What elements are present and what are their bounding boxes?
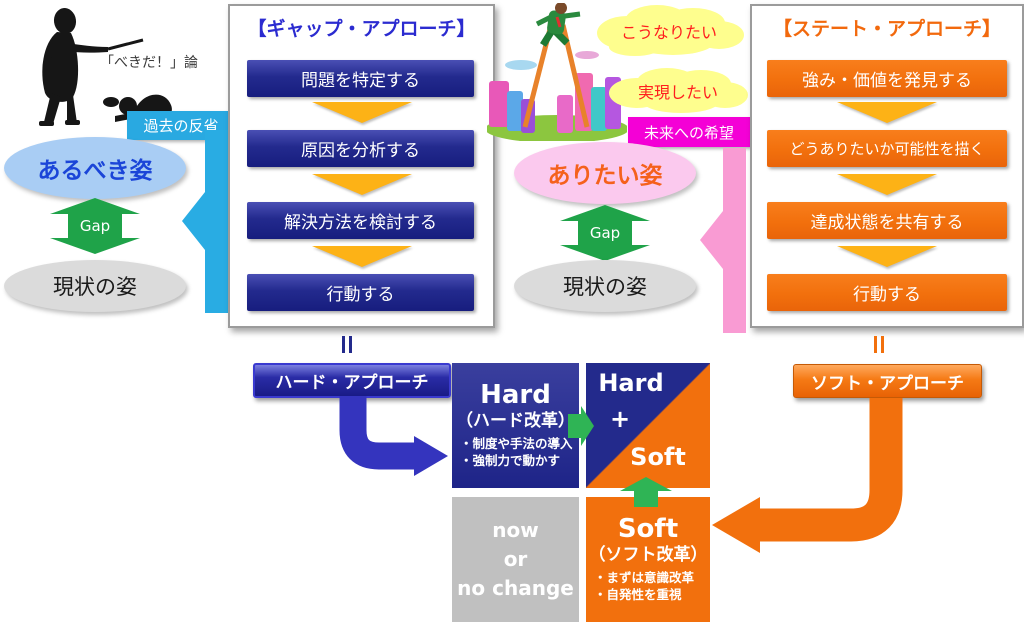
hard-quadrant-subtitle: （ハード改革） [456,410,575,431]
now-quadrant-text: now or no change [457,516,574,603]
soft-bullet-1: ・まずは意識改革 [594,569,695,585]
current-state-ellipse-middle: 現状の姿 [514,260,696,312]
chevron-down-icon [837,102,937,123]
state-approach-panel: 【ステート・アプローチ】 強み・価値を発見する どうありたいか可能性を描く 達成… [750,4,1024,328]
orange-elbow-arrow-icon [712,398,903,553]
gap-label-left: Gap [79,217,111,235]
current-state-ellipse-left: 現状の姿 [4,260,186,312]
cloud-text-2: 実現したい [637,83,718,102]
cloud-bubble-1: こうなりたい [593,3,745,58]
ideal-state-label-middle: ありたい姿 [547,163,663,189]
hard-quadrant-bullets: ・制度や手法の導入 ・強制力で動かす [460,435,573,470]
hard-soft-bottom-label: Soft [630,443,686,471]
future-hope-badge: 未来への希望 [628,117,750,147]
state-step-2: どうありたいか可能性を描く [767,130,1007,167]
state-step-3: 達成状態を共有する [767,202,1007,239]
gap-label-middle: Gap [589,224,621,242]
gap-double-arrow-left: Gap [30,198,160,256]
hard-soft-plus-label: + [610,405,631,433]
beki-da-caption: 「べきだ！」論 [100,55,198,71]
soft-quadrant-subtitle: （ソフト改革） [588,544,708,565]
now-line-1: now [492,518,539,542]
gap-double-arrow-icon [50,198,140,254]
stilts-man-illustration [487,3,627,141]
chevron-down-icon [837,174,937,195]
hard-approach-label: ハード・アプローチ [253,363,451,398]
gap-double-arrow-middle: Gap [540,205,670,263]
hard-quadrant-title: Hard [480,380,551,410]
chevron-down-icon [311,246,412,267]
chevron-down-icon [311,174,412,195]
soft-bullet-2: ・自発性を重視 [594,587,682,603]
ideal-state-label-left: あるべき姿 [37,158,153,184]
chevron-down-icon [311,102,412,123]
equals-sign-hard [342,336,352,353]
gap-step-3: 解決方法を検討する [247,202,474,239]
ideal-state-ellipse-middle: ありたい姿 [514,142,696,204]
gap-approach-panel: 【ギャップ・アプローチ】 問題を特定する 原因を分析する 解決方法を検討する 行… [228,4,495,328]
state-step-1: 強み・価値を発見する [767,60,1007,97]
pink-left-arrow-icon [700,148,746,333]
matrix-soft-quadrant: Soft （ソフト改革） ・まずは意識改革 ・自発性を重視 [586,497,710,622]
ideal-state-ellipse-left: あるべき姿 [4,137,186,199]
gap-step-4: 行動する [247,274,474,311]
current-state-label-middle: 現状の姿 [563,275,647,299]
green-right-arrow-icon [568,406,594,446]
cyan-left-arrow-icon [182,130,228,313]
gap-step-1: 問題を特定する [247,60,474,97]
current-state-label-left: 現状の姿 [53,275,137,299]
blue-elbow-arrow-icon [339,396,448,476]
equals-sign-soft [874,336,884,353]
chevron-down-icon [837,246,937,267]
hard-soft-top-label: Hard [598,369,664,397]
cloud-icon [609,68,748,113]
soft-quadrant-title: Soft [617,514,679,544]
hard-bullet-1: ・制度や手法の導入 [460,435,573,451]
soft-quadrant-bullets: ・まずは意識改革 ・自発性を重視 [594,569,694,604]
gap-approach-title: 【ギャップ・アプローチ】 [247,18,476,40]
now-line-2: or [503,547,528,571]
matrix-hard-soft-quadrant: Hard + Soft [586,363,710,488]
green-up-arrow-icon [620,477,672,507]
matrix-hard-quadrant: Hard （ハード改革） ・制度や手法の導入 ・強制力で動かす [452,363,579,488]
cloud-bubble-2: 実現したい [607,66,749,116]
gap-step-2: 原因を分析する [247,130,474,167]
state-step-4: 行動する [767,274,1007,311]
cloud-icon [597,5,744,56]
hard-bullet-2: ・強制力で動かす [460,453,561,469]
cloud-text-1: こうなりたい [620,22,717,42]
state-approach-title: 【ステート・アプローチ】 [772,18,1001,40]
soft-approach-label: ソフト・アプローチ [793,364,982,398]
matrix-now-quadrant: now or no change [452,497,579,622]
gap-double-arrow-icon [560,205,650,261]
now-line-3: no change [457,576,574,600]
